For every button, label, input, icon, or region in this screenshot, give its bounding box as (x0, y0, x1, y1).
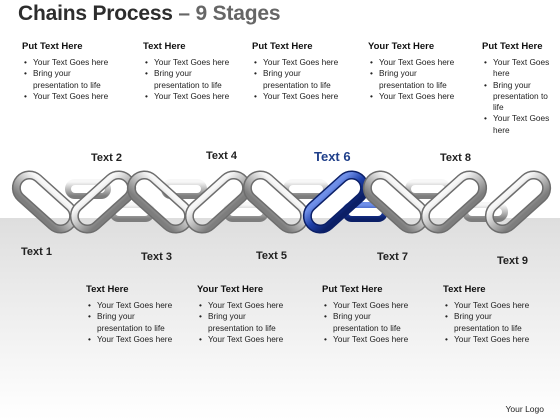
logo-placeholder: Your Logo (505, 404, 544, 414)
bottom-text-block-3: Put Text Here Your Text Goes here Bring … (322, 284, 418, 345)
bottom-text-block-4: Text Here Your Text Goes here Bring your… (443, 284, 539, 345)
title-sub: 9 Stages (195, 2, 281, 25)
bullet-item: Your Text Goes here (252, 57, 343, 69)
bullet-list: Your Text Goes here Bring your presentat… (368, 57, 464, 102)
bullet-list: Your Text Goes here Bring your presentat… (143, 57, 239, 102)
chain-link-5 (242, 170, 310, 234)
bullet-item: Your Text Goes here (143, 57, 234, 69)
stage-label-1: Text 1 (21, 246, 52, 258)
bullet-list: Your Text Goes here Bring your presentat… (197, 300, 293, 345)
chain-link-7 (362, 170, 430, 234)
top-text-block-1: Put Text Here Your Text Goes here Bring … (22, 41, 118, 102)
bullet-item: Your Text Goes here (197, 334, 288, 346)
block-heading: Text Here (443, 284, 486, 295)
bullet-item: Your Text Goes here (482, 57, 557, 80)
bullet-item: Your Text Goes here (482, 113, 557, 136)
bullet-list: Your Text Goes here Bring your presentat… (322, 300, 418, 345)
bullet-item: Bring your presentation to life (252, 68, 343, 91)
bullet-item: Your Text Goes here (22, 91, 113, 103)
bullet-item: Your Text Goes here (443, 300, 534, 312)
title-main: Chains Process (18, 2, 173, 25)
chain-link-6-highlighted (302, 170, 370, 234)
bullet-list: Your Text Goes here Bring your presentat… (86, 300, 182, 345)
block-heading: Put Text Here (482, 41, 543, 52)
chain-graphic (11, 170, 552, 234)
chain-link-2 (69, 170, 137, 234)
bullet-item: Bring your presentation to life (197, 311, 288, 334)
title-dash: – (172, 2, 196, 25)
bullet-item: Your Text Goes here (22, 57, 113, 69)
stage-label-5: Text 5 (256, 250, 287, 262)
bullet-item: Your Text Goes here (322, 300, 413, 312)
bullet-item: Bring your presentation to life (368, 68, 459, 91)
bullet-list: Your Text Goes here Bring your presentat… (22, 57, 118, 102)
bullet-item: Your Text Goes here (252, 91, 343, 103)
bullet-item: Your Text Goes here (143, 91, 234, 103)
top-text-block-5: Put Text Here Your Text Goes here Bring … (482, 41, 560, 136)
block-heading: Put Text Here (252, 41, 313, 52)
bullet-list: Your Text Goes here Bring your presentat… (252, 57, 348, 102)
stage-label-4: Text 4 (206, 150, 237, 162)
bullet-item: Bring your presentation to life (322, 311, 413, 334)
bullet-item: Bring your presentation to life (143, 68, 234, 91)
stage-label-3: Text 3 (141, 251, 172, 263)
chain-link-1 (11, 170, 79, 234)
slide-title: Chains Process – 9 Stages (18, 2, 281, 26)
block-heading: Put Text Here (322, 284, 383, 295)
block-heading: Your Text Here (368, 41, 435, 52)
top-text-block-2: Text Here Your Text Goes here Bring your… (143, 41, 239, 102)
bottom-text-block-2: Your Text Here Your Text Goes here Bring… (197, 284, 293, 345)
chain-link-9 (484, 170, 552, 234)
stage-label-9: Text 9 (497, 255, 528, 267)
bullet-item: Your Text Goes here (368, 57, 459, 69)
bullet-item: Bring your presentation to life (443, 311, 534, 334)
bullet-item: Bring your presentation to life (86, 311, 177, 334)
bottom-text-block-1: Text Here Your Text Goes here Bring your… (86, 284, 182, 345)
stage-label-8: Text 8 (440, 152, 471, 164)
bullet-list: Your Text Goes here Bring your presentat… (443, 300, 539, 345)
bullet-item: Your Text Goes here (368, 91, 459, 103)
stage-label-2: Text 2 (91, 152, 122, 164)
bullet-item: Your Text Goes here (86, 300, 177, 312)
bullet-item: Bring your presentation to life (22, 68, 113, 91)
chain-link-4 (184, 170, 252, 234)
bullet-item: Your Text Goes here (197, 300, 288, 312)
block-heading: Put Text Here (22, 41, 83, 52)
block-heading: Text Here (143, 41, 186, 52)
chain-link-3 (126, 170, 194, 234)
block-heading: Your Text Here (197, 284, 264, 295)
stage-label-7: Text 7 (377, 251, 408, 263)
bullet-list: Your Text Goes here Bring your presentat… (482, 57, 560, 136)
bullet-item: Your Text Goes here (322, 334, 413, 346)
bullet-item: Bring your presentation to life (482, 80, 557, 114)
top-text-block-4: Your Text Here Your Text Goes here Bring… (368, 41, 464, 102)
stage-label-6: Text 6 (314, 149, 351, 164)
bullet-item: Your Text Goes here (443, 334, 534, 346)
block-heading: Text Here (86, 284, 129, 295)
chain-link-8 (420, 170, 488, 234)
top-text-block-3: Put Text Here Your Text Goes here Bring … (252, 41, 348, 102)
bullet-item: Your Text Goes here (86, 334, 177, 346)
